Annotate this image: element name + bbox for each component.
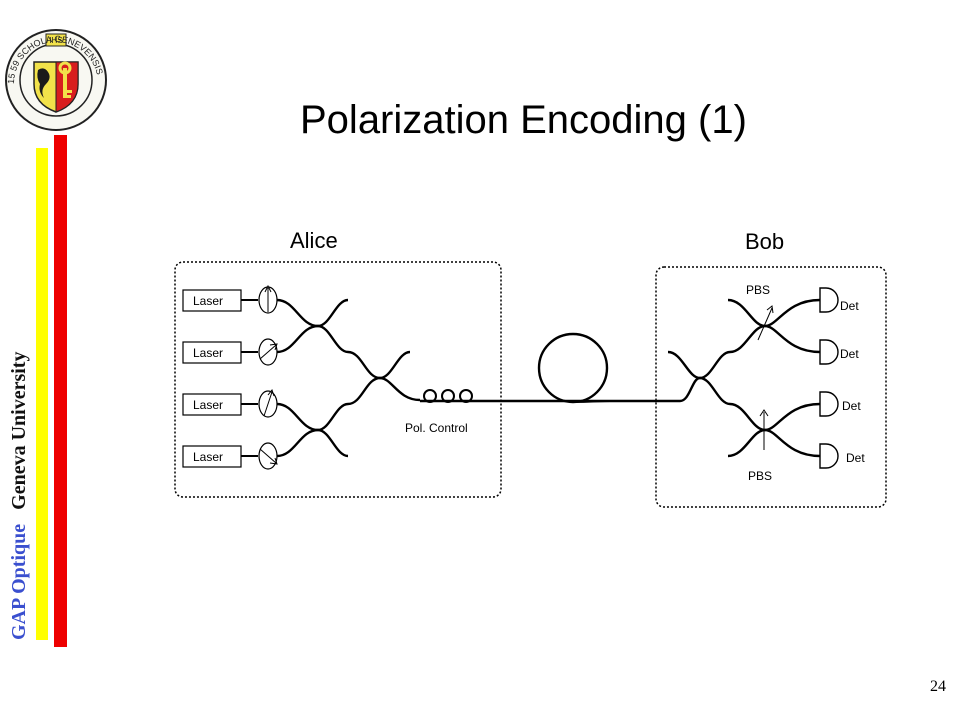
polarizer-2 (258, 338, 278, 366)
sidebar-yellow-bar (36, 148, 48, 640)
laser-3: Laser (182, 393, 242, 416)
fiber-spool (537, 332, 609, 404)
laser-3-label: Laser (193, 398, 223, 412)
detector-1 (819, 287, 839, 313)
detector-1-label: Det (840, 299, 859, 313)
pbs-bottom-arrow (759, 409, 769, 450)
detector-4-label: Det (846, 451, 865, 465)
alice-label: Alice (290, 228, 338, 253)
bob-label: Bob (745, 229, 784, 254)
detector-3-label: Det (842, 399, 861, 413)
page-number: 24 (930, 678, 946, 695)
laser-1-label: Laser (193, 294, 223, 308)
detector-2 (819, 339, 839, 365)
polarizer-4 (258, 442, 278, 470)
slide-title: Polarization Encoding (1) (300, 98, 747, 142)
bob-box (655, 266, 887, 508)
pbs-bottom-label: PBS (748, 469, 772, 483)
laser-1: Laser (182, 289, 242, 312)
alice-couplers (276, 298, 421, 458)
polarizer-1 (258, 284, 278, 314)
laser-4-label: Laser (193, 450, 223, 464)
sidebar-red-bar (54, 135, 67, 647)
bob-couplers (667, 298, 821, 458)
detector-3 (819, 391, 839, 417)
university-seal-logo: IHS 15 59 SCHOLA GENEVENSIS (5, 29, 107, 131)
seal-banner-text: IHS (49, 36, 62, 45)
pbs-top-label: PBS (746, 283, 770, 297)
pbs-top-arrow (757, 305, 774, 341)
laser-2-label: Laser (193, 346, 223, 360)
laser-2: Laser (182, 341, 242, 364)
detector-2-label: Det (840, 347, 859, 361)
alice-box (174, 261, 502, 498)
polarizer-3 (258, 388, 278, 418)
laser-4: Laser (182, 445, 242, 468)
pol-control-label: Pol. Control (405, 421, 468, 435)
detector-4 (819, 443, 839, 469)
